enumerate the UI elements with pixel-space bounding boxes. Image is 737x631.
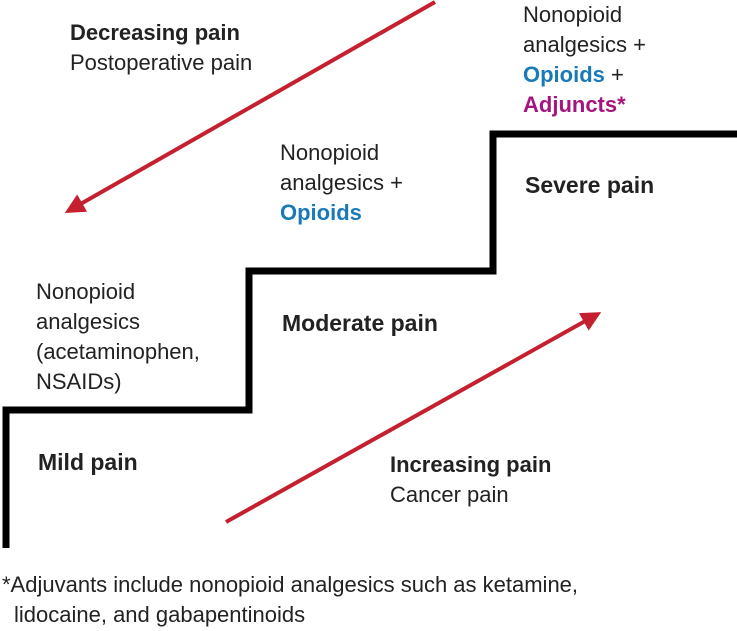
severe-adjuncts: Adjuncts*	[523, 92, 626, 117]
mild-pain-title: Mild pain	[38, 449, 138, 475]
increasing-pain-arrow	[225, 312, 602, 524]
decreasing-pain-title: Decreasing pain	[70, 20, 240, 45]
severe-treatment: Nonopioid analgesics + Opioids + Adjunct…	[523, 0, 646, 120]
mild-treatment-line4: NSAIDs)	[36, 369, 122, 394]
moderate-pain-title: Moderate pain	[282, 310, 438, 336]
mild-treatment-line3: (acetaminophen,	[36, 339, 200, 364]
mild-treatment-line1: Nonopioid	[36, 279, 136, 304]
staircase-line	[2, 130, 737, 548]
severe-opioids: Opioids	[523, 62, 605, 87]
decreasing-pain-arrow	[64, 0, 436, 213]
moderate-opioids: Opioids	[280, 200, 362, 225]
severe-pain-title: Severe pain	[525, 172, 655, 198]
footnote-line2: lidocaine, and gabapentinoids	[14, 602, 306, 627]
moderate-treatment-line2: analgesics +	[280, 170, 403, 195]
severe-plus: +	[604, 62, 624, 87]
mild-treatment: Nonopioid analgesics (acetaminophen, NSA…	[36, 277, 200, 397]
severe-treatment-line1: Nonopioid	[523, 2, 623, 27]
increasing-pain-title: Increasing pain	[390, 452, 552, 477]
decreasing-pain-subtitle: Postoperative pain	[70, 50, 253, 75]
footnote: *Adjuvants include nonopioid analgesics …	[2, 570, 578, 630]
footnote-line1: *Adjuvants include nonopioid analgesics …	[2, 572, 579, 597]
mild-treatment-line2: analgesics	[36, 309, 140, 334]
moderate-treatment: Nonopioid analgesics + Opioids	[280, 138, 403, 228]
increasing-pain-label: Increasing pain Cancer pain	[390, 450, 551, 510]
increasing-pain-subtitle: Cancer pain	[390, 482, 509, 507]
decreasing-pain-label: Decreasing pain Postoperative pain	[70, 18, 252, 78]
moderate-treatment-line1: Nonopioid	[280, 140, 380, 165]
severe-treatment-line3: Opioids +	[523, 60, 646, 90]
severe-treatment-line2: analgesics +	[523, 32, 646, 57]
